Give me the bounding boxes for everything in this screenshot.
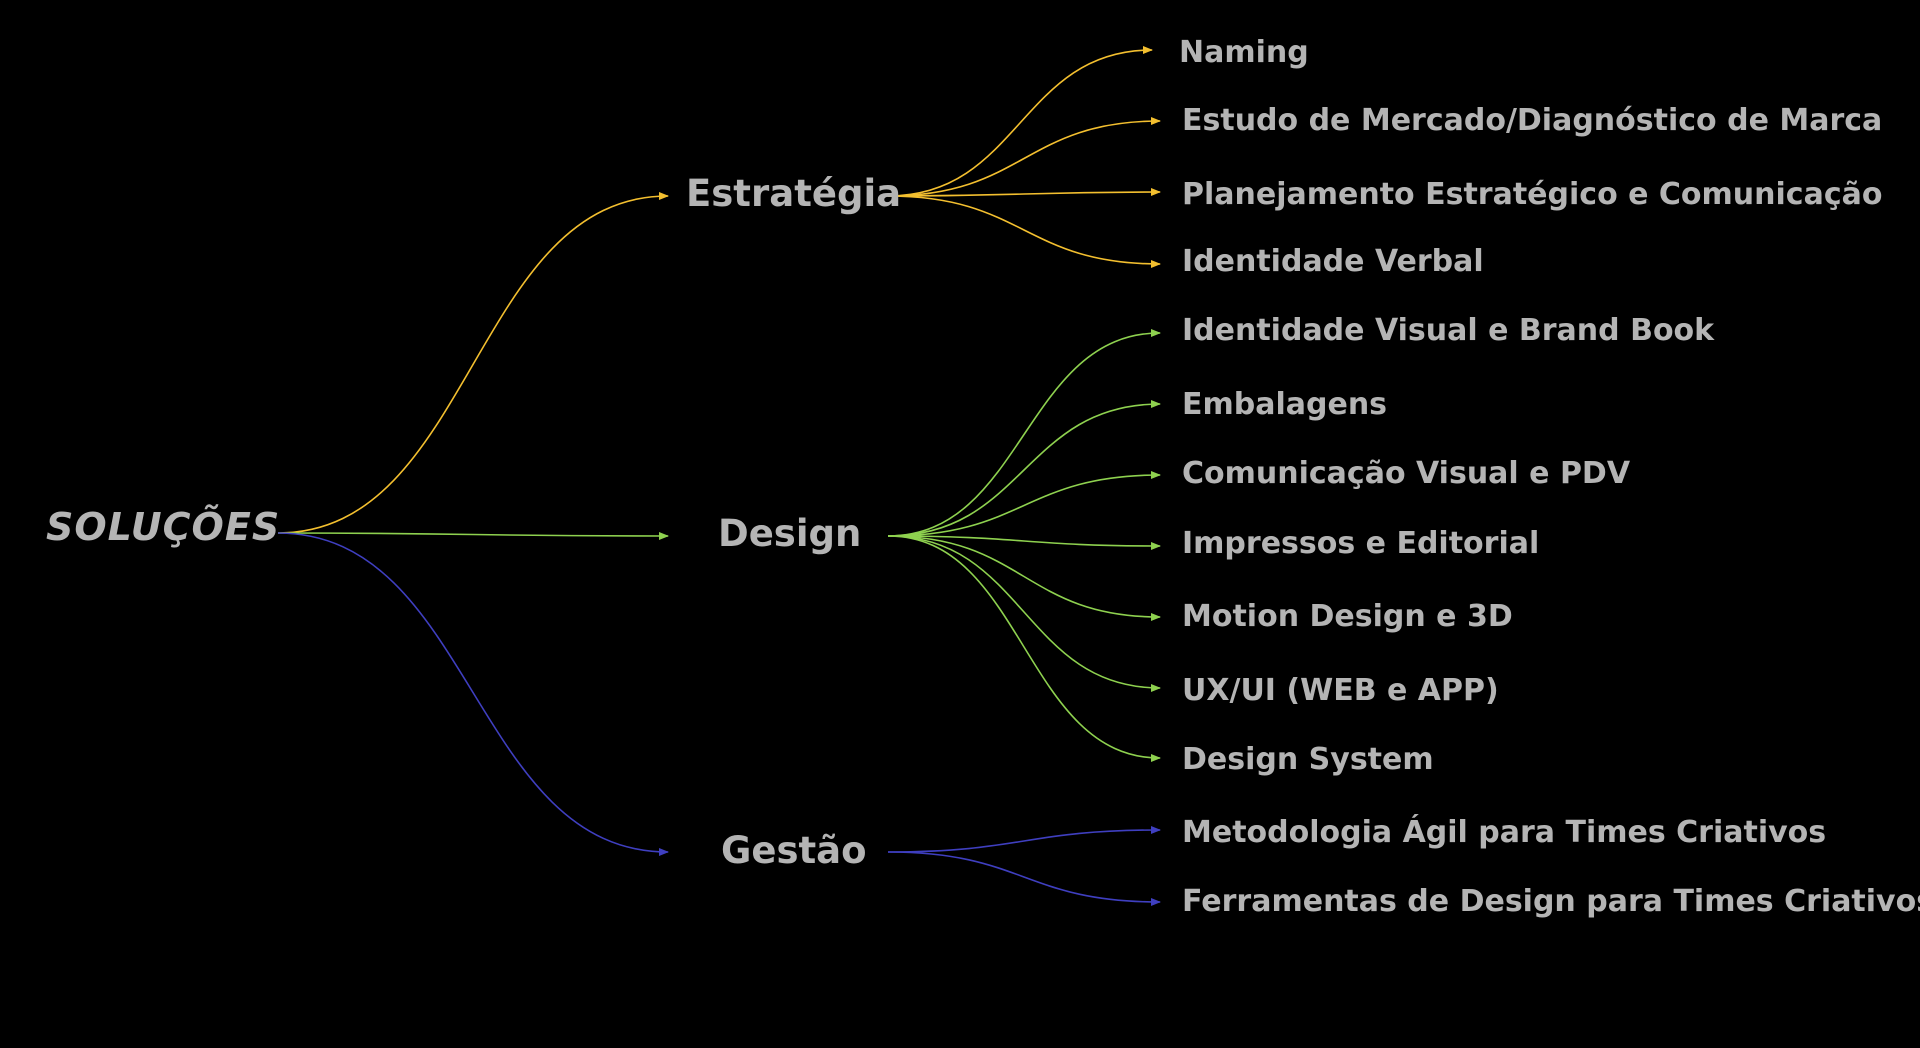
edge-estrategia-leaf-0 — [887, 46, 1153, 197]
leaf-ux-ui: UX/UI (WEB e APP) — [1182, 673, 1499, 708]
leaf-motion-design: Motion Design e 3D — [1182, 599, 1513, 634]
leaf-metodologia-agil: Metodologia Ágil para Times Criativos — [1182, 815, 1827, 850]
leaf-planejamento-estrategico: Planejamento Estratégico e Comunicação — [1182, 177, 1883, 212]
edge-design-leaf-2 — [887, 471, 1161, 537]
leaf-estudo-de-mercado: Estudo de Mercado/Diagnóstico de Marca — [1182, 103, 1883, 138]
leaf-identidade-verbal: Identidade Verbal — [1182, 244, 1484, 279]
edge-estrategia-leaf-3 — [887, 195, 1161, 268]
root-node: SOLUÇÕES — [46, 505, 281, 549]
edge-root-to-estrategia — [277, 192, 669, 534]
edge-design-leaf-4 — [887, 535, 1161, 621]
leaf-ferramentas-design: Ferramentas de Design para Times Criativ… — [1182, 884, 1920, 919]
edge-design-leaf-3 — [887, 535, 1161, 550]
edge-gestao-leaf-0 — [887, 826, 1161, 853]
category-estrategia: Estratégia — [686, 172, 902, 215]
edge-design-leaf-0 — [887, 329, 1161, 537]
edge-design-leaf-6 — [887, 535, 1161, 762]
leaf-naming: Naming — [1179, 35, 1309, 70]
leaf-embalagens: Embalagens — [1182, 387, 1388, 422]
category-design: Design — [718, 512, 862, 555]
edge-estrategia-leaf-1 — [887, 117, 1161, 197]
edge-design-leaf-5 — [887, 535, 1161, 692]
edge-gestao-leaf-1 — [887, 851, 1161, 906]
edge-root-to-design — [277, 531, 669, 540]
leaf-impressos-editorial: Impressos e Editorial — [1182, 526, 1540, 561]
edge-design-leaf-1 — [887, 400, 1161, 537]
leaf-design-system: Design System — [1182, 742, 1434, 777]
edge-root-to-gestao — [277, 532, 669, 856]
category-gestao: Gestão — [721, 829, 867, 872]
leaf-identidade-visual: Identidade Visual e Brand Book — [1182, 313, 1715, 348]
leaf-comunicacao-visual: Comunicação Visual e PDV — [1182, 456, 1631, 491]
edge-estrategia-leaf-2 — [887, 188, 1161, 197]
